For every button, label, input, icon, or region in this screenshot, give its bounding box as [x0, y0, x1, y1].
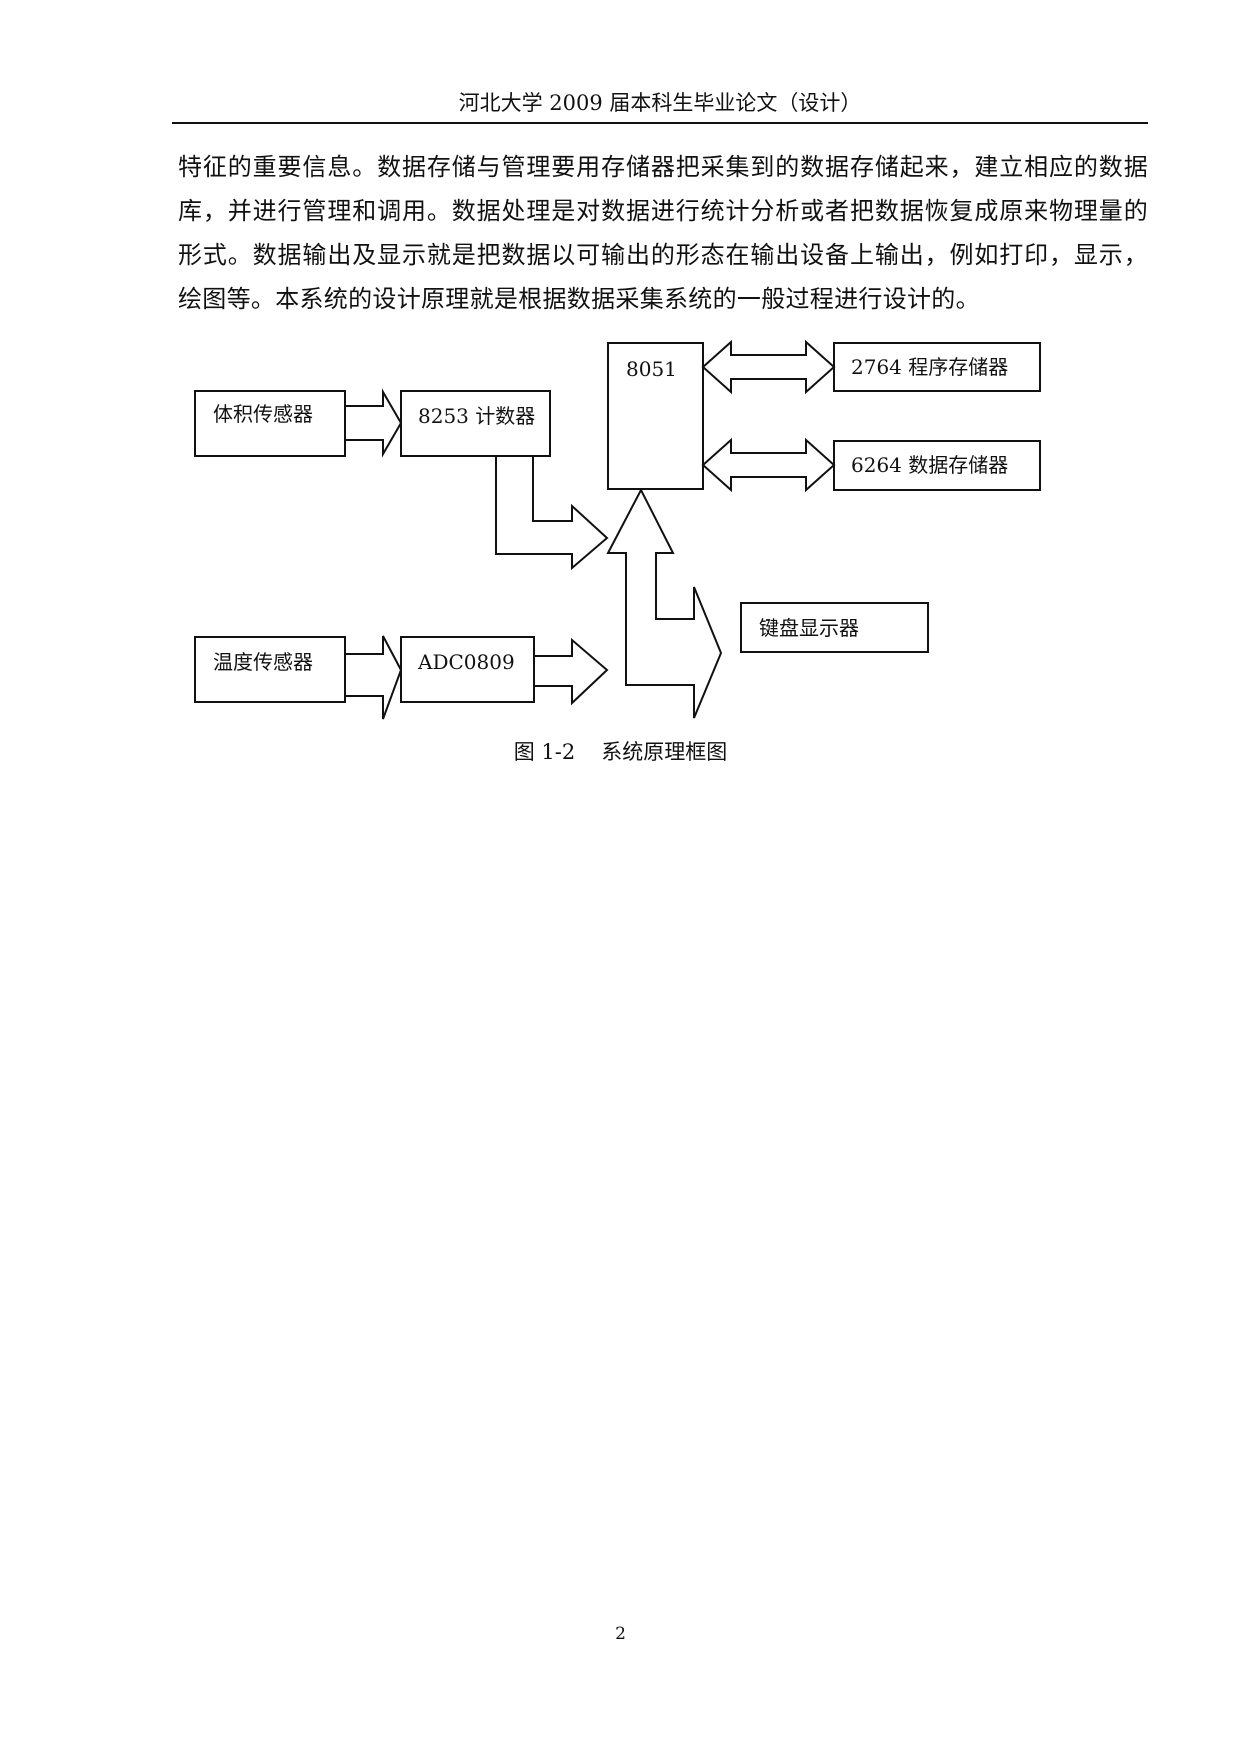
- figure-number: 图 1-2: [513, 740, 576, 764]
- temperature-sensor-label: 温度传感器: [213, 650, 313, 674]
- arrow-temperature-to-adc: [344, 635, 403, 720]
- arrow-cpu-data-memory: [701, 437, 836, 493]
- arrow-bus-cpu-keyboard: [606, 487, 723, 719]
- page-number: 2: [615, 1624, 626, 1644]
- adc-label: ADC0809: [418, 650, 515, 674]
- header-title: 河北大学 2009 届本科生毕业论文（设计）: [458, 91, 862, 115]
- figure-title: 系统原理框图: [601, 740, 728, 764]
- body-paragraph: 特征的重要信息。数据存储与管理要用存储器把采集到的数据存储起来，建立相应的数据库…: [178, 153, 1148, 313]
- data-memory-label: 6264 数据存储器: [851, 453, 1009, 477]
- figure-caption: 图 1-2 系统原理框图: [0, 738, 1241, 766]
- counter-label: 8253 计数器: [418, 404, 536, 428]
- cpu-label: 8051: [626, 357, 677, 381]
- page-header: 河北大学 2009 届本科生毕业论文（设计）: [172, 84, 1148, 124]
- arrow-cpu-program-memory: [701, 339, 836, 395]
- arrow-volume-to-counter: [344, 388, 403, 458]
- volume-sensor-label: 体积传感器: [213, 402, 313, 426]
- keyboard-display-label: 键盘显示器: [759, 616, 859, 640]
- arrow-counter-to-cpu: [495, 455, 609, 571]
- program-memory-label: 2764 程序存储器: [851, 355, 1009, 379]
- arrow-adc-to-bus: [533, 637, 609, 706]
